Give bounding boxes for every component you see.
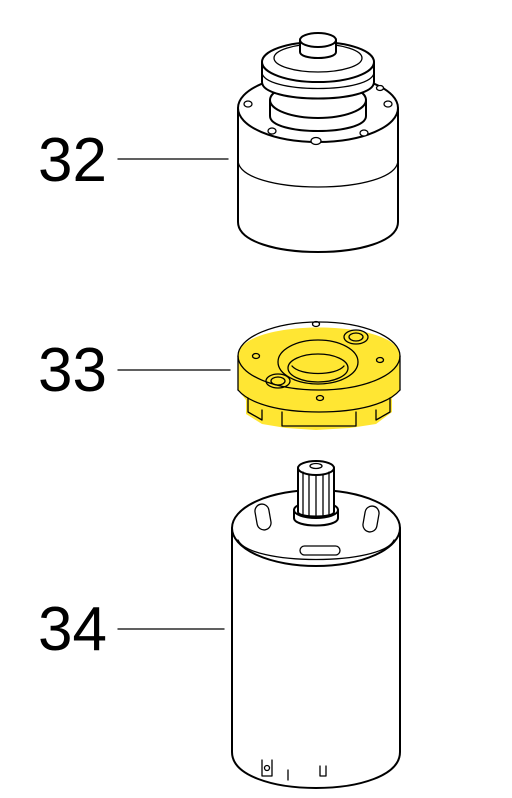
callout-number: 32 (38, 126, 107, 195)
callout-number: 33 (38, 336, 107, 405)
part-34-pinion-gear (297, 460, 335, 518)
callout-33: 33 (38, 336, 231, 405)
callout-32: 32 (38, 126, 229, 195)
part-34-vent-slots (254, 503, 380, 556)
part-32-bolt-holes (243, 84, 393, 146)
part-32-gearbox-housing[interactable] (237, 32, 399, 253)
callout-number: 34 (38, 595, 107, 664)
callout-34: 34 (38, 595, 225, 664)
part-34-motor[interactable] (231, 460, 401, 789)
part-34-terminals (261, 759, 327, 781)
part-33-mounting-plate[interactable] (237, 320, 401, 431)
